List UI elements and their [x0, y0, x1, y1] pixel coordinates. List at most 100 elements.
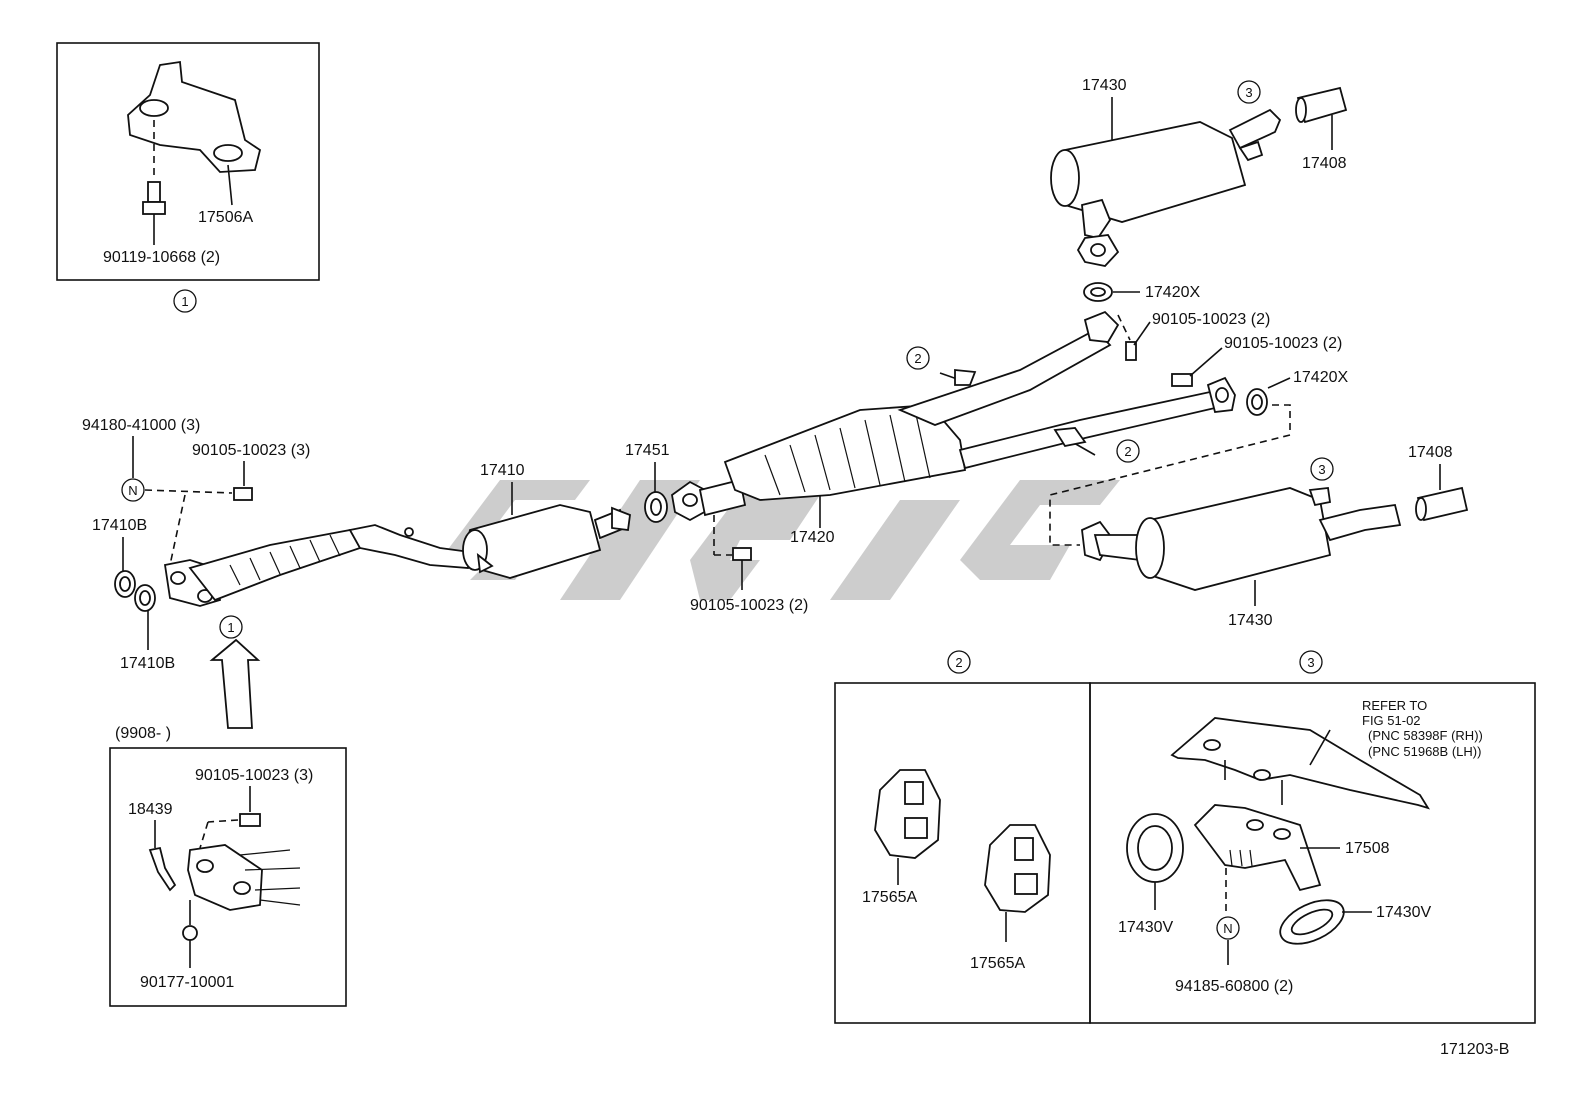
callout-3-circle-lower	[1310, 457, 1334, 481]
gasket-hole	[1251, 394, 1263, 410]
center-pipe-lower-branch	[958, 390, 1217, 470]
bolt-icon	[732, 547, 752, 561]
bracket-hole	[1246, 819, 1264, 831]
muffler-inlet	[1081, 198, 1112, 240]
leader	[1133, 321, 1151, 346]
callout-2-text-inset: 2	[955, 655, 962, 670]
label-18439: 18439	[128, 801, 173, 818]
muffler-bracket	[476, 552, 494, 574]
label-refer-to: REFER TO	[1362, 698, 1427, 713]
label-fig-51-02: FIG 51-02	[1362, 713, 1421, 728]
nut-n-text: N	[128, 483, 137, 498]
bolt-icon	[233, 487, 253, 501]
upper-muffler-body	[1051, 121, 1247, 223]
callout-2-text-upper: 2	[914, 351, 921, 366]
center-resonator-body	[723, 404, 967, 501]
bolt-icon	[239, 813, 261, 827]
front-pipe-tube	[348, 524, 472, 569]
inset-2: 2 17565A 17565A	[834, 650, 1091, 1024]
leader	[1267, 377, 1291, 389]
leader	[1189, 347, 1223, 377]
leader-dashed-connection	[1049, 404, 1291, 546]
label-17430-top: 17430	[1082, 77, 1127, 94]
nut-n-circle-inset	[1216, 916, 1240, 940]
bolt-icon	[147, 181, 161, 203]
label-17430v-right: 17430V	[1376, 904, 1431, 921]
inset-date-frame	[109, 747, 347, 1007]
flange-hole	[1090, 243, 1106, 257]
muffler-hanger-bracket	[1308, 487, 1332, 507]
label-17420x-top: 17420X	[1145, 284, 1200, 301]
view-arrow-icon	[209, 638, 261, 729]
label-date-range: (9908- )	[115, 725, 171, 742]
hanger-slot	[1014, 873, 1038, 895]
bolt-icon	[1171, 373, 1193, 387]
inset-1: 17506A 90119-10668 (2) 1	[56, 42, 320, 313]
bracket-hole	[139, 99, 169, 117]
cushion-hole	[1137, 825, 1173, 871]
muffler-end	[1050, 149, 1080, 207]
catalyst-ribs	[229, 534, 341, 586]
label-94180-41000: 94180-41000 (3)	[82, 417, 200, 434]
gasket-hole	[650, 498, 662, 516]
label-pnc-rh: (PNC 58398F (RH))	[1368, 728, 1483, 743]
muffler-end	[1135, 517, 1165, 579]
outlet-flange	[611, 506, 631, 532]
inset-3: 3 REFER TO FIG 51-02 (PNC 58398F (RH)) (…	[1089, 650, 1536, 1024]
cushion-hole	[1290, 908, 1334, 936]
hanger-slot	[1014, 837, 1034, 861]
label-90105-10023-inset: 90105-10023 (3)	[195, 767, 313, 784]
hanger-stud	[404, 527, 414, 537]
sensor-18439-shape	[148, 846, 177, 892]
callout-3-text-top: 3	[1245, 85, 1252, 100]
bracket-hole	[1273, 828, 1291, 840]
center-pipe-group: 17420 90105-10023 (2) 2 2	[671, 310, 1236, 614]
gasket-hole	[139, 590, 151, 606]
callout-2-circle-inset	[947, 650, 971, 674]
flange-hole	[682, 493, 698, 507]
inset-pipe-lines	[239, 849, 301, 906]
bracket-17508-shape	[1193, 804, 1322, 892]
label-pnc-lh: (PNC 51968B (LH))	[1368, 744, 1481, 759]
hanger-bracket	[1053, 427, 1087, 448]
leader	[1117, 314, 1131, 341]
label-90105-10023-right: 90105-10023 (2)	[1224, 335, 1342, 352]
label-17410b-upper: 17410B	[92, 517, 147, 534]
callout-1-text: 1	[181, 294, 188, 309]
bracket-ribs	[1229, 849, 1253, 867]
leader	[144, 489, 233, 494]
nut-n-text-inset: N	[1223, 921, 1232, 936]
label-17408-top: 17408	[1302, 155, 1347, 172]
label-17430v-left: 17430V	[1118, 919, 1173, 936]
hanger-bracket	[954, 369, 977, 386]
gasket-17451-group: 17451	[625, 442, 670, 523]
label-94185-60800: 94185-60800 (2)	[1175, 978, 1293, 995]
hanger-slot	[904, 781, 924, 805]
leader	[199, 821, 209, 849]
callout-3-circle-inset	[1299, 650, 1323, 674]
figure-code: 171203-B	[1440, 1041, 1509, 1058]
callout-1-text-front: 1	[227, 620, 234, 635]
label-17565a-upper: 17565A	[862, 889, 917, 906]
front-section: 94180-41000 (3) N 90105-10023 (3) 17410B…	[82, 417, 472, 729]
leader	[1309, 729, 1331, 766]
gasket-hole	[1090, 287, 1106, 297]
callout-3-circle-top	[1237, 80, 1261, 104]
label-17420x-right: 17420X	[1293, 369, 1348, 386]
label-17508: 17508	[1345, 840, 1390, 857]
nut-n-circle	[121, 478, 145, 502]
inset-flange	[187, 844, 263, 911]
callout-1-circle-front	[219, 615, 243, 639]
flange-hole	[233, 881, 251, 895]
bolt-head-icon	[142, 201, 166, 215]
center-pipe-upper-branch	[897, 328, 1112, 426]
lower-muffler-outlet	[1318, 503, 1402, 542]
flange-hole	[170, 571, 186, 585]
label-90105-10023-top: 90105-10023 (2)	[1152, 311, 1270, 328]
label-17410: 17410	[480, 462, 525, 479]
upper-branch-flange	[1083, 310, 1120, 343]
flange-hole	[1215, 387, 1229, 403]
leader	[169, 494, 186, 566]
leader	[207, 819, 239, 823]
